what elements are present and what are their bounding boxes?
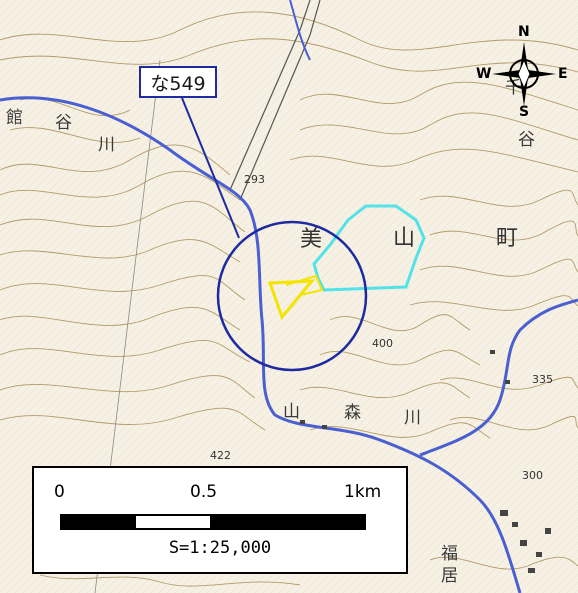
place-label-tani-right: 谷 [518,130,535,150]
parcel-connector [285,274,324,296]
area-outline-cyan [312,204,426,292]
elevation-label: 422 [210,449,231,462]
scale-segment [60,514,136,530]
scale-tick-half: 0.5 [190,482,218,502]
river-label-kawa-right: 川 [404,408,421,428]
river-label-kawa-left: 川 [98,135,115,155]
compass-east: E [558,66,568,82]
leader-line [181,97,240,239]
road [229,0,311,191]
scale-segment [210,514,366,530]
elevation-label: 400 [372,337,393,350]
compass-icon [492,42,556,106]
scale-bar [60,514,366,530]
river-stream [289,0,311,61]
river-label-kan: 館 [6,108,23,128]
place-label-yama: 山 [393,226,416,251]
scale-tick-0: 0 [54,482,65,502]
river-branch [419,298,578,457]
contour-lines [0,11,578,587]
compass-north: N [518,24,530,40]
parcel-label-box: な549 [139,66,217,98]
river-label-mori: 森 [344,403,361,423]
place-label-chi: 千 [505,78,522,98]
scale-legend: 0 0.5 1km S=1:25,000 [32,466,408,574]
compass-west: W [476,66,492,82]
river-label-tani-left: 谷 [55,113,72,133]
compass-south: S [519,104,530,120]
place-label-machi: 町 [496,226,519,251]
settlement-markers [300,350,551,573]
river-label-yama: 山 [283,402,300,422]
road [239,0,321,201]
place-label-fuku: 福 [441,544,458,564]
river-main [0,96,522,593]
parcel-outline-yellow [267,279,316,320]
elevation-label: 300 [522,469,543,482]
scale-ratio: S=1:25,000 [168,538,272,558]
elevation-label: 293 [244,173,265,186]
highlight-circle [216,220,368,372]
place-label-kyo: 居 [441,566,458,586]
place-label-mi: 美 [300,227,323,252]
scale-tick-1km: 1km [344,482,382,502]
scale-segment [134,514,212,530]
elevation-label: 335 [532,373,553,386]
compass-rose: N S E W [476,24,570,120]
